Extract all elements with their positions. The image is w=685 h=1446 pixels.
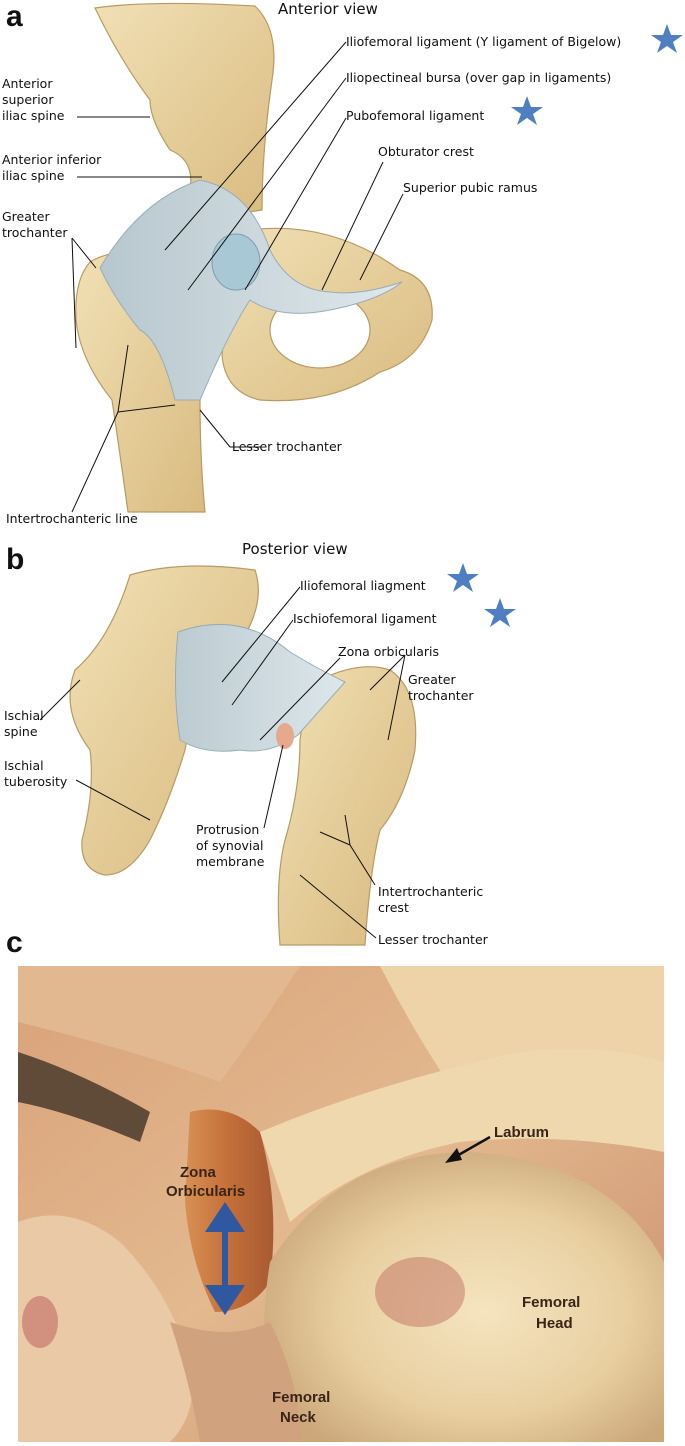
star-icon — [651, 24, 683, 53]
panel-letter-c: c — [6, 926, 23, 959]
label-femoral-head-1: Femoral — [522, 1294, 580, 1311]
cadaver-photograph: Zona Orbicularis Labrum Femoral Head Fem… — [18, 966, 664, 1442]
ilium — [94, 2, 275, 216]
star-icon — [484, 598, 516, 627]
label-protrusion-3: membrane — [196, 854, 265, 869]
double-arrow-icon — [205, 1202, 245, 1315]
label-femoral-neck-1: Femoral — [272, 1389, 330, 1406]
label-ischial-tuberosity-1: Ischial — [4, 758, 44, 773]
label-ischiofemoral-ligament: Ischiofemoral ligament — [293, 611, 437, 626]
label-intertrochanteric-crest-2: crest — [378, 900, 409, 915]
label-asis-2: superior — [2, 92, 54, 107]
anterior-view-title: Anterior view — [278, 0, 378, 18]
labrum-region — [260, 1048, 664, 1222]
left-red-spot — [22, 1296, 58, 1348]
ligament-capsule-posterior — [174, 623, 346, 752]
label-intertrochanteric-crest-1: Intertrochanteric — [378, 884, 483, 899]
head-bruise — [375, 1257, 465, 1327]
label-aiis-1: Anterior inferior — [2, 152, 102, 167]
anterior-view-illustration: Iliofemoral ligament (Y ligament of Bige… — [2, 2, 683, 526]
star-icon — [447, 563, 479, 592]
label-zona-orbicularis: Zona orbicularis — [338, 644, 439, 659]
iliopectineal-bursa — [211, 233, 261, 291]
panel-letter-a: a — [6, 0, 23, 33]
label-femoral-neck-2: Neck — [280, 1409, 317, 1426]
label-zona-2: Orbicularis — [166, 1183, 245, 1200]
label-iliofemoral-ligament: Iliofemoral ligament (Y ligament of Bige… — [346, 34, 621, 49]
panel-letter-b: b — [6, 543, 25, 576]
femoral-neck — [170, 1322, 300, 1442]
label-greater-trochanter-2: trochanter — [2, 225, 68, 240]
label-lesser-trochanter-b: Lesser trochanter — [378, 932, 489, 947]
label-intertrochanteric-line: Intertrochanteric line — [6, 511, 138, 526]
label-lesser-trochanter: Lesser trochanter — [232, 439, 343, 454]
left-lower-tissue — [18, 1215, 193, 1442]
label-zona-1: Zona — [180, 1164, 216, 1181]
posterior-view-illustration: Iliofemoral liagment Ischiofemoral ligam… — [4, 563, 516, 947]
label-asis-3: iliac spine — [2, 108, 65, 123]
label-pubofemoral-ligament: Pubofemoral ligament — [346, 108, 484, 123]
dark-crevice — [18, 1052, 150, 1142]
label-ischial-spine-1: Ischial — [4, 708, 44, 723]
label-protrusion-2: of synovial — [196, 838, 264, 853]
label-ischial-tuberosity-2: tuberosity — [4, 774, 68, 789]
label-labrum: Labrum — [494, 1124, 549, 1141]
femur-posterior — [277, 666, 417, 946]
label-protrusion-1: Protrusion — [196, 822, 259, 837]
label-iliofemoral-liagment: Iliofemoral liagment — [300, 578, 426, 593]
label-iliopectineal-bursa: Iliopectineal bursa (over gap in ligamen… — [346, 70, 611, 85]
posterior-view-title: Posterior view — [242, 540, 348, 558]
ligament-capsule — [99, 179, 403, 401]
star-icon — [511, 96, 543, 125]
label-femoral-head-2: Head — [536, 1315, 573, 1332]
label-ischial-spine-2: spine — [4, 724, 38, 739]
synovial-protrusion — [276, 723, 294, 749]
label-superior-pubic-ramus: Superior pubic ramus — [403, 180, 537, 195]
label-greater-trochanter-1: Greater — [2, 209, 50, 224]
label-aiis-2: iliac spine — [2, 168, 65, 183]
pointer-arrow-icon — [445, 1135, 491, 1163]
label-greater-trochanter-b-2: trochanter — [408, 688, 474, 703]
label-greater-trochanter-b-1: Greater — [408, 672, 456, 687]
label-asis-1: Anterior — [2, 76, 53, 91]
upper-tissue — [18, 966, 300, 1082]
label-obturator-crest: Obturator crest — [378, 144, 474, 159]
